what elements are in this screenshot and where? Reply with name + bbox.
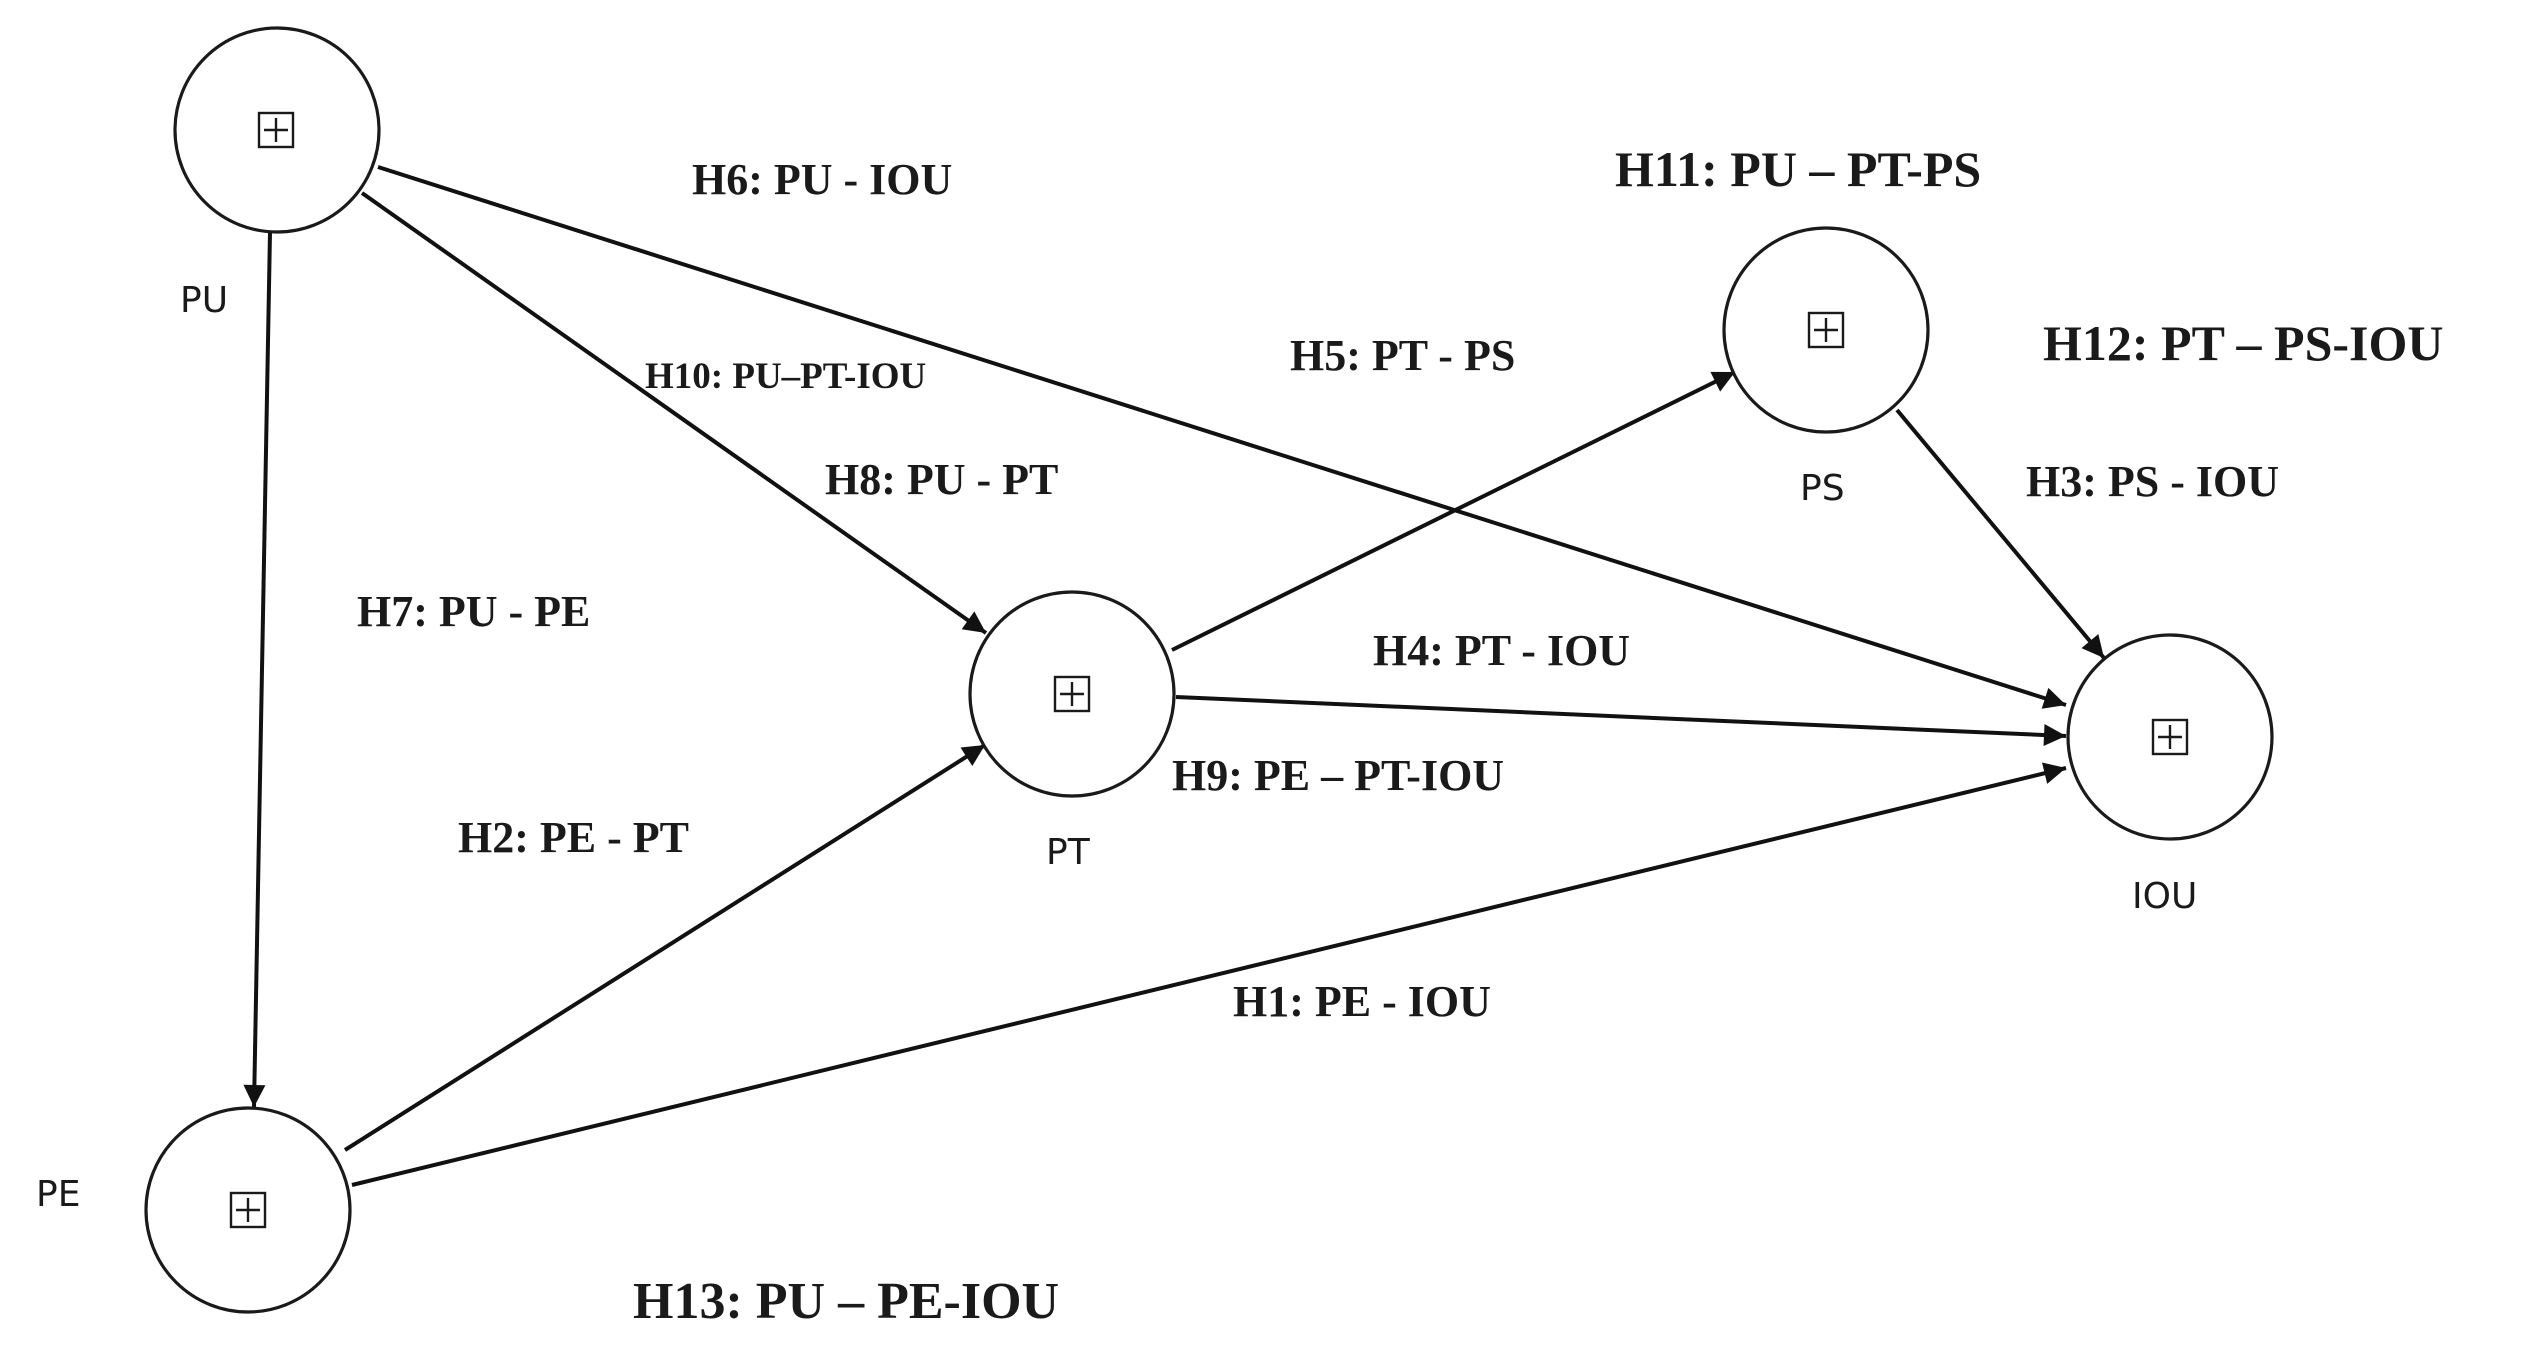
edge-pt-ps	[1171, 370, 1736, 652]
hypothesis-h11: H11: PU – PT-PS	[1615, 141, 1981, 197]
node-pe: PE	[36, 1106, 352, 1314]
edge-pt-iou	[1175, 695, 2067, 747]
edge-ps-iou	[1895, 408, 2106, 660]
edge-pu-pt	[360, 191, 988, 635]
node-pu-label: PU	[180, 280, 228, 321]
edges	[243, 165, 2106, 1187]
expand-plus-icon	[257, 111, 295, 149]
expand-plus-icon	[229, 1191, 267, 1229]
hypothesis-h2: H2: PE - PT	[458, 813, 689, 862]
edge-pe-pt	[343, 743, 987, 1152]
hypothesis-h3: H3: PS - IOU	[2026, 457, 2279, 506]
node-iou: IOU	[2066, 633, 2274, 917]
hypothesis-h9: H9: PE – PT-IOU	[1172, 751, 1504, 800]
hypothesis-h8: H8: PU - PT	[825, 455, 1058, 504]
node-pe-label: PE	[36, 1174, 80, 1215]
edge-pu-pe	[243, 231, 272, 1108]
expand-plus-icon	[1053, 675, 1091, 713]
node-pu: PU	[173, 26, 381, 321]
node-pt-label: PT	[1046, 832, 1091, 873]
edge-pu-iou	[377, 165, 2067, 709]
hypothesis-h5: H5: PT - PS	[1290, 331, 1515, 380]
hypothesis-h13: H13: PU – PE-IOU	[633, 1273, 1059, 1330]
hypothesis-h7: H7: PU - PE	[357, 587, 590, 636]
hypothesis-h6: H6: PU - IOU	[692, 155, 952, 204]
expand-plus-icon	[1807, 311, 1845, 349]
node-iou-label: IOU	[2132, 876, 2197, 917]
hypothesis-h12: H12: PT – PS-IOU	[2043, 315, 2444, 371]
hypothesis-labels: H6: PU - IOU H10: PU–PT-IOU H8: PU - PT …	[357, 141, 2444, 1330]
edge-pe-iou	[351, 762, 2067, 1187]
hypothesis-h4: H4: PT - IOU	[1373, 626, 1630, 675]
hypothesis-h1: H1: PE - IOU	[1233, 977, 1491, 1026]
node-pt: PT	[968, 590, 1176, 873]
node-ps-label: PS	[1800, 468, 1845, 509]
node-ps: PS	[1722, 226, 1930, 509]
expand-plus-icon	[2151, 718, 2189, 756]
hypothesis-h10: H10: PU–PT-IOU	[645, 356, 926, 397]
